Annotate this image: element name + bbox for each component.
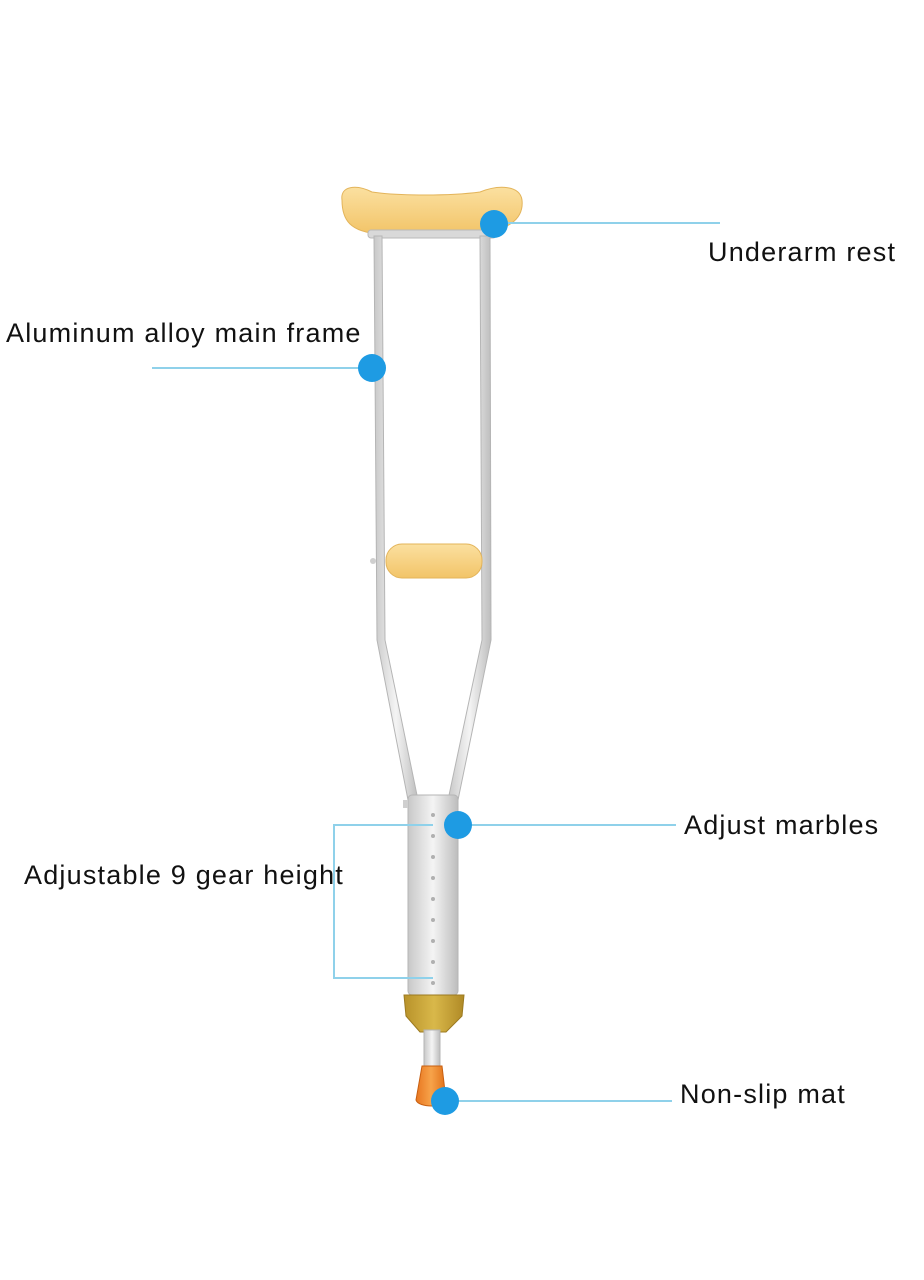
callout-bracket-gear-height — [333, 824, 433, 979]
crutch-illustration — [341, 186, 523, 1107]
callout-dot-non-slip-mat — [431, 1087, 459, 1115]
callout-dots — [358, 210, 508, 1115]
bottom-leg — [423, 1029, 441, 1071]
callout-dot-underarm-rest — [480, 210, 508, 238]
callout-dot-adjust-marbles — [444, 811, 472, 839]
right-rail — [447, 235, 492, 801]
label-non-slip-mat: Non-slip mat — [680, 1079, 846, 1109]
grip-bolt — [370, 558, 376, 564]
adjustment-holes — [431, 813, 435, 985]
label-main-frame: Aluminum alloy main frame — [6, 318, 362, 348]
left-rail — [373, 235, 419, 801]
label-gear-height: Adjustable 9 gear height — [24, 860, 345, 890]
callout-dot-main-frame — [358, 354, 386, 382]
collar — [403, 994, 465, 1033]
label-adjust-marbles: Adjust marbles — [684, 810, 880, 840]
pad-base-bar — [367, 229, 497, 239]
label-underarm-rest: Underarm rest — [708, 237, 897, 267]
callout-lines — [152, 222, 720, 1102]
hand-grip — [385, 543, 483, 579]
